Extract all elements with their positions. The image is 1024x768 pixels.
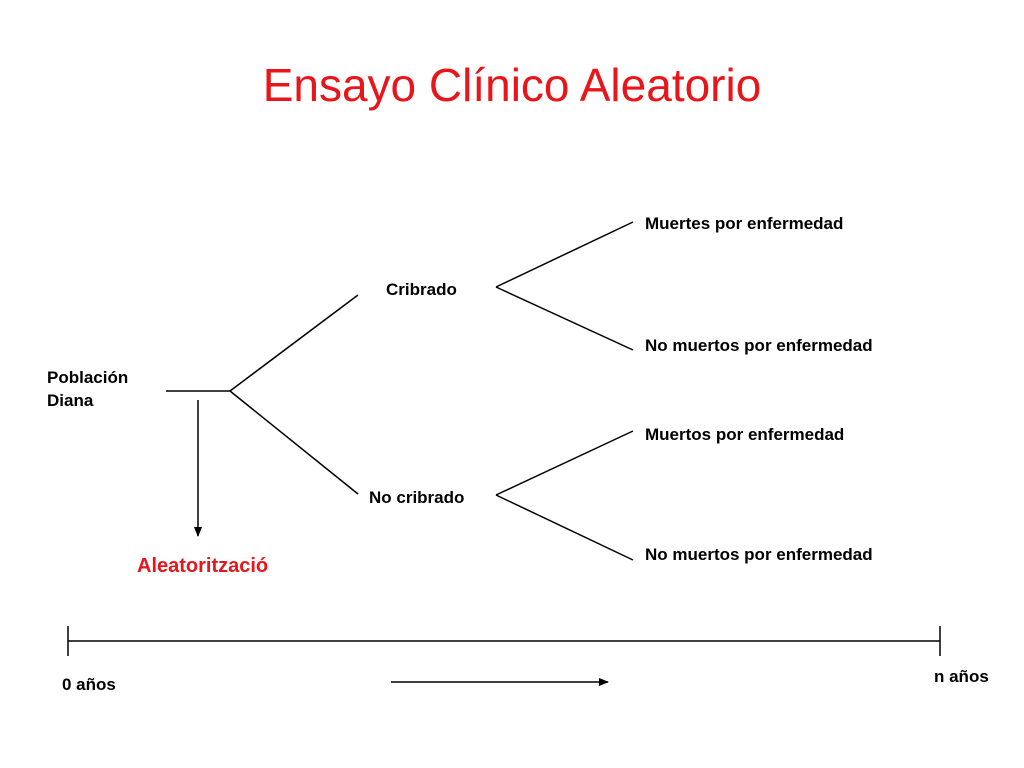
timeline-start-label: 0 años — [62, 675, 116, 694]
randomization-label: Aleatorització — [137, 555, 269, 577]
screened-no-deaths-outcome: No muertos por enfermedad — [645, 336, 873, 355]
screened-deaths-outcome: Muertes por enfermedad — [645, 214, 844, 233]
screened-label: Cribrado — [386, 280, 457, 299]
not-screened-label: No cribrado — [369, 488, 465, 507]
population-label-line1: Población — [47, 368, 129, 387]
not-screened-to-no-deaths-line — [495, 494, 634, 561]
branch-to-screened-line — [229, 294, 359, 392]
branch-to-not-screened-line — [229, 390, 359, 495]
slide-title: Ensayo Clínico Aleatorio — [262, 59, 762, 111]
not-screened-to-deaths-line — [495, 430, 634, 496]
timeline-end-label: n años — [934, 667, 989, 686]
population-label-line2: Diana — [47, 390, 94, 410]
not-screened-no-deaths-outcome: No muertos por enfermedad — [645, 545, 873, 564]
screened-to-no-deaths-line — [495, 286, 634, 351]
not-screened-deaths-outcome: Muertos por enfermedad — [645, 425, 845, 444]
population-label: Población Diana — [47, 367, 128, 413]
screened-to-deaths-line — [495, 221, 634, 288]
